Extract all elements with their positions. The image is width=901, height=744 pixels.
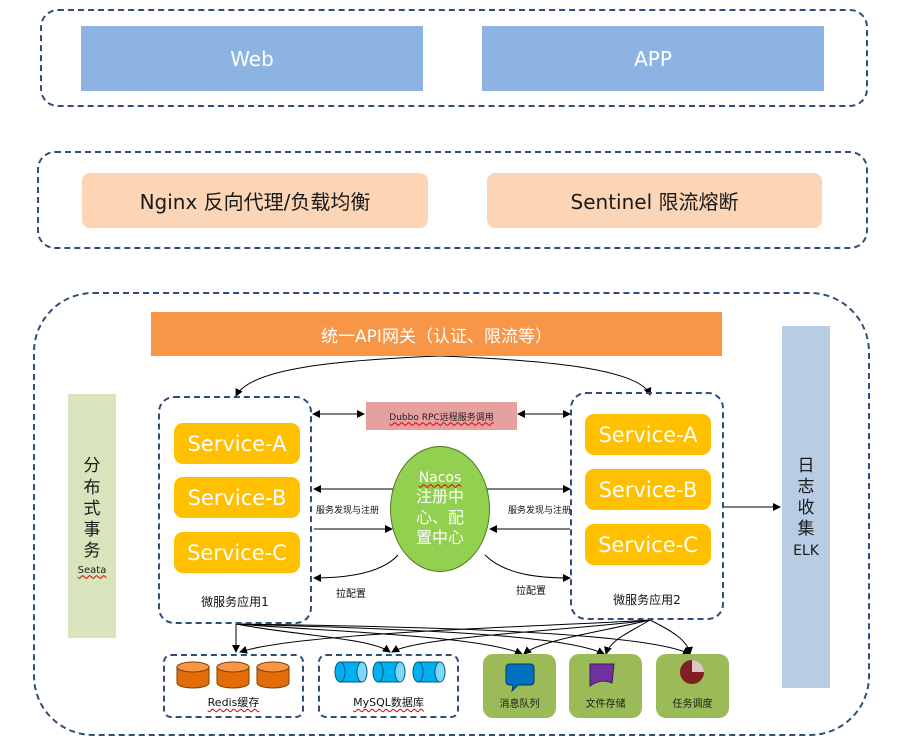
message-queue-tile: 消息队列 <box>483 654 556 718</box>
app2-service-c-label: Service-C <box>598 532 698 557</box>
nacos-line2: 注册中 <box>415 486 464 506</box>
file-storage-label: 文件存储 <box>585 698 626 710</box>
microservice-layer-container <box>33 292 870 736</box>
proxy-layer-container <box>37 151 868 249</box>
mysql-box <box>318 654 459 718</box>
app1-service-c-label: Service-C <box>187 540 287 565</box>
app2-name-label: 微服务应用2 <box>613 592 681 607</box>
nginx-label: Nginx 反向代理/负载均衡 <box>139 190 371 214</box>
gateway-to-app1-connector <box>235 355 441 397</box>
task-scheduler-label: 任务调度 <box>672 698 713 710</box>
nacos-pull-left-curve <box>313 554 399 582</box>
pull-config-right-label: 拉配置 <box>516 586 546 597</box>
mysql-cylinders-icon <box>334 661 446 683</box>
task-scheduler-tile: 任务调度 <box>656 654 729 718</box>
app-client-label: APP <box>634 46 672 71</box>
app-client-box: APP <box>482 26 824 91</box>
microservice-app1-container <box>158 396 312 624</box>
nacos-line3: 心、配 <box>415 507 464 527</box>
app1-name: 微服务应用1 <box>158 592 312 610</box>
client-layer-container <box>40 9 868 107</box>
app1-service-c: Service-C <box>174 532 300 573</box>
app1-service-b: Service-B <box>174 477 300 518</box>
redis-box <box>163 654 304 718</box>
elk-box: 日志收集 ELK <box>782 326 830 688</box>
pull-config-left-label: 拉配置 <box>336 589 366 600</box>
api-gateway-box: 统一API网关（认证、限流等） <box>151 312 722 356</box>
dubbo-rpc-label: Dubbo RPC远程服务调用 <box>389 412 494 423</box>
api-gateway-label: 统一API网关（认证、限流等） <box>321 326 552 347</box>
seata-title: 分布式事务 <box>83 456 101 562</box>
app1-service-b-label: Service-B <box>187 485 287 510</box>
nacos-pull-right-curve <box>484 554 571 582</box>
discover-right-label: 服务发现与注册 <box>508 506 572 516</box>
app1-service-a-label: Service-A <box>187 431 287 456</box>
nacos-ellipse: Nacos 注册中 心、配 置中心 <box>390 446 490 572</box>
app1-name-label: 微服务应用1 <box>201 594 269 609</box>
redis-cylinders-icon <box>176 661 290 689</box>
web-client-label: Web <box>230 46 274 71</box>
app2-storage-connectors <box>239 619 693 655</box>
file-storage-tile: 文件存储 <box>569 654 642 718</box>
app2-service-b-label: Service-B <box>598 477 698 502</box>
elk-title: 日志收集 <box>797 455 815 540</box>
elk-subtitle: ELK <box>793 542 819 559</box>
app1-storage-connectors <box>232 623 691 655</box>
app2-service-a-label: Service-A <box>598 422 698 447</box>
nacos-line4: 置中心 <box>415 528 464 548</box>
redis-label: Redis缓存 <box>207 696 260 709</box>
dubbo-rpc-box: Dubbo RPC远程服务调用 <box>366 402 517 430</box>
app2-service-c: Service-C <box>585 524 711 565</box>
app2-service-a: Service-A <box>585 414 711 455</box>
seata-subtitle: Seata <box>77 564 107 576</box>
redis-caption: Redis缓存 <box>163 694 304 710</box>
sentinel-label: Sentinel 限流熔断 <box>570 190 739 214</box>
app2-service-b: Service-B <box>585 469 711 510</box>
web-client-box: Web <box>81 26 423 91</box>
message-queue-label: 消息队列 <box>499 698 540 710</box>
nginx-box: Nginx 反向代理/负载均衡 <box>82 173 428 228</box>
microservice-app2-container <box>570 392 724 620</box>
nacos-title: Nacos <box>418 469 462 486</box>
seata-box: 分布式事务 Seata <box>68 394 116 638</box>
mysql-caption: MySQL数据库 <box>318 694 459 710</box>
mysql-label: MySQL数据库 <box>353 696 424 709</box>
discover-left-label: 服务发现与注册 <box>316 506 380 516</box>
gateway-to-app2-connector <box>439 355 652 396</box>
sentinel-box: Sentinel 限流熔断 <box>487 173 822 228</box>
app1-service-a: Service-A <box>174 423 300 464</box>
app2-name: 微服务应用2 <box>570 590 724 608</box>
